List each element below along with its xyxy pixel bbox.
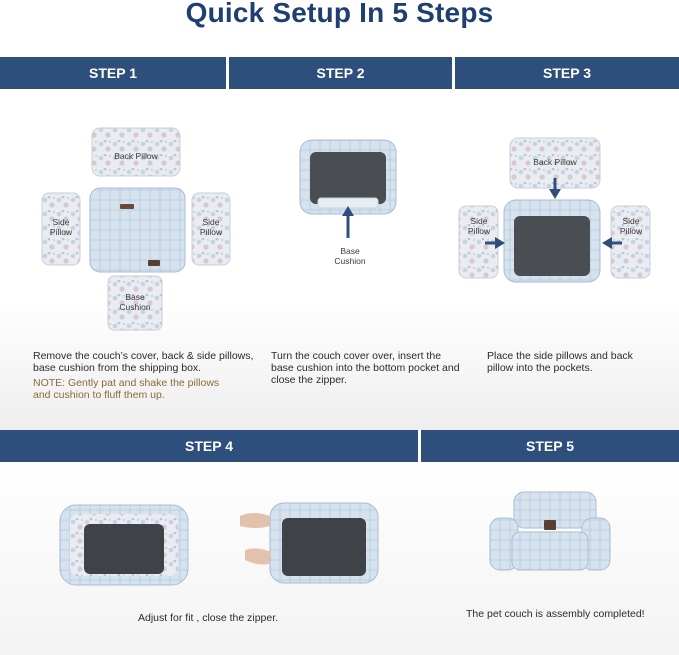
step-2-caption: Turn the couch cover over, insert the ba…	[271, 350, 460, 386]
step-1-header: STEP 1	[0, 57, 226, 89]
step-1-note: NOTE: Gently pat and shake the pillows a…	[33, 377, 220, 401]
label-base-cushion: Base Cushion	[119, 292, 151, 312]
left-arrow-icon	[602, 237, 612, 249]
right-arrow-icon	[495, 237, 505, 249]
label-base-cushion-2: Base Cushion	[334, 246, 366, 266]
label-side-pillow-left: Side Pillow	[49, 217, 73, 237]
step-4-caption: Adjust for fit , close the zipper.	[138, 612, 279, 624]
hand-top	[240, 513, 270, 528]
hand-bottom	[245, 548, 271, 565]
bottom-pocket	[310, 152, 386, 204]
insert-arrow-icon	[342, 206, 354, 216]
assembled-seat	[511, 531, 589, 571]
label-side-pillow-left-3: Side Pillow	[467, 216, 491, 236]
step-5-caption: The pet couch is assembly completed!	[466, 608, 645, 620]
couch-cover	[89, 187, 186, 273]
step-5-header: STEP 5	[421, 430, 679, 462]
base-cushion	[107, 275, 163, 331]
side-pillow-right	[191, 192, 231, 266]
step-1-caption: Remove the couch’s cover, back & side pi…	[33, 350, 254, 374]
step-3-caption: Place the side pillows and back pillow i…	[487, 350, 633, 374]
page-title: Quick Setup In 5 Steps	[185, 0, 494, 28]
down-arrow-icon	[549, 189, 561, 199]
side-pillow-left	[41, 192, 81, 266]
back-pillow	[91, 127, 181, 177]
brand-tag	[544, 520, 556, 530]
step-2-header: STEP 2	[229, 57, 452, 89]
label-side-pillow-right-3: Side Pillow	[619, 216, 643, 236]
step-3-header: STEP 3	[455, 57, 679, 89]
label-side-pillow-right: Side Pillow	[199, 217, 223, 237]
step-4-header: STEP 4	[0, 430, 418, 462]
label-back-pillow-3: Back Pillow	[533, 157, 577, 167]
label-back-pillow: Back Pillow	[114, 151, 158, 161]
